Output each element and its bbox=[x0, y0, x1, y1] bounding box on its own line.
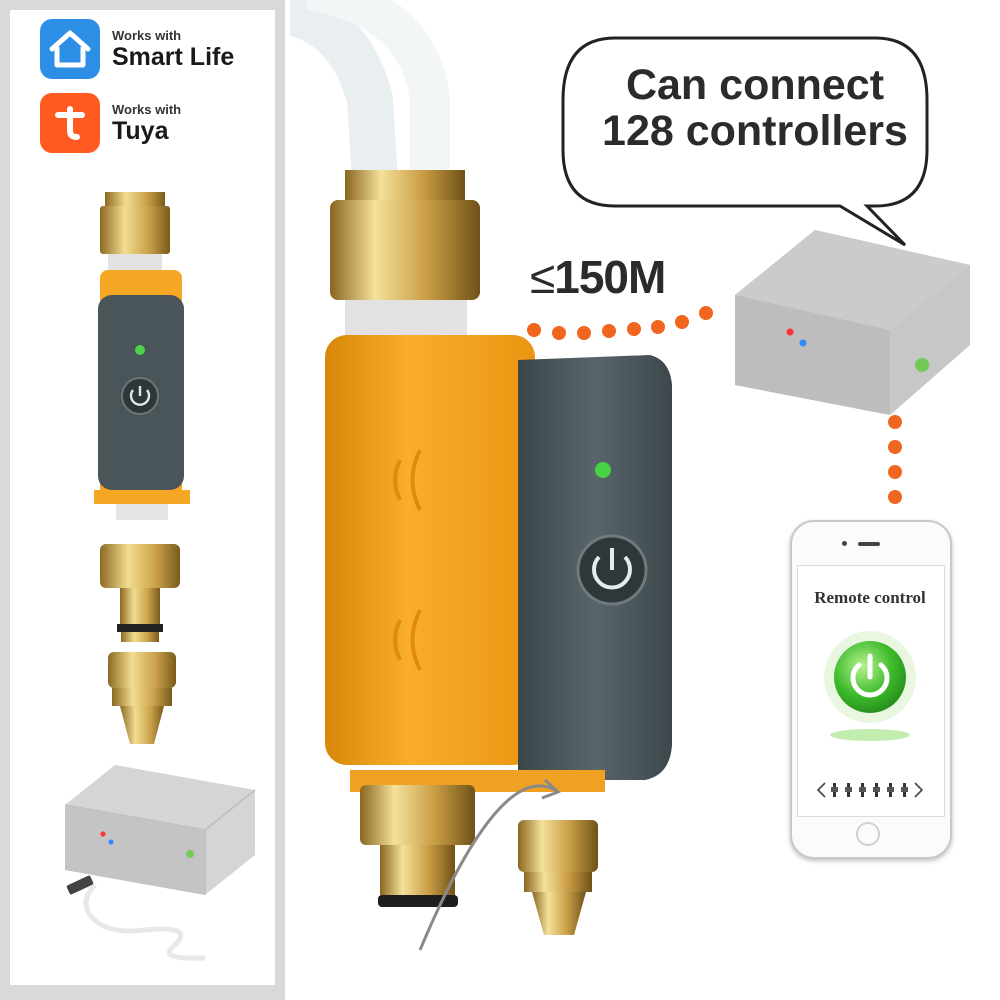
power-icon[interactable] bbox=[815, 625, 925, 745]
tuya-t-icon bbox=[40, 93, 100, 153]
main-valve-image bbox=[290, 0, 672, 951]
tuya-badge: Works with Tuya bbox=[40, 92, 280, 154]
kit-valve-image bbox=[94, 192, 190, 520]
smart-life-works-with: Works with bbox=[112, 27, 182, 43]
phone-speaker bbox=[858, 542, 880, 546]
smart-life-home-icon bbox=[40, 19, 100, 79]
callout-text: Can connect 128 controllers bbox=[580, 62, 930, 154]
range-label: ≤150M bbox=[530, 250, 666, 304]
wireless-link-dots-vertical bbox=[888, 415, 902, 504]
smart-life-badge: Works with Smart Life bbox=[40, 18, 280, 80]
schedule-slider[interactable] bbox=[815, 775, 925, 805]
callout-line-2: 128 controllers bbox=[602, 107, 908, 155]
tuya-works-with: Works with bbox=[112, 101, 182, 117]
remote-control-title: Remote control bbox=[814, 588, 926, 607]
kit-tap-connector-image bbox=[100, 544, 180, 642]
wireless-link-dots-horizontal bbox=[527, 306, 713, 340]
phone-camera bbox=[842, 541, 847, 546]
range-value: 150M bbox=[554, 251, 666, 303]
chevron-left-icon bbox=[816, 782, 826, 798]
callout-line-1: Can connect bbox=[625, 61, 885, 109]
chevron-right-icon bbox=[914, 782, 924, 798]
speech-bubble bbox=[561, 36, 929, 247]
gateway-hub-image bbox=[735, 230, 970, 415]
phone-home-button[interactable] bbox=[856, 822, 880, 846]
kit-hose-connector-image bbox=[108, 652, 176, 744]
kit-gateway-image bbox=[64, 765, 256, 961]
smart-life-label: Smart Life bbox=[112, 42, 235, 71]
range-symbol: ≤ bbox=[530, 251, 555, 303]
tuya-label: Tuya bbox=[112, 116, 169, 145]
